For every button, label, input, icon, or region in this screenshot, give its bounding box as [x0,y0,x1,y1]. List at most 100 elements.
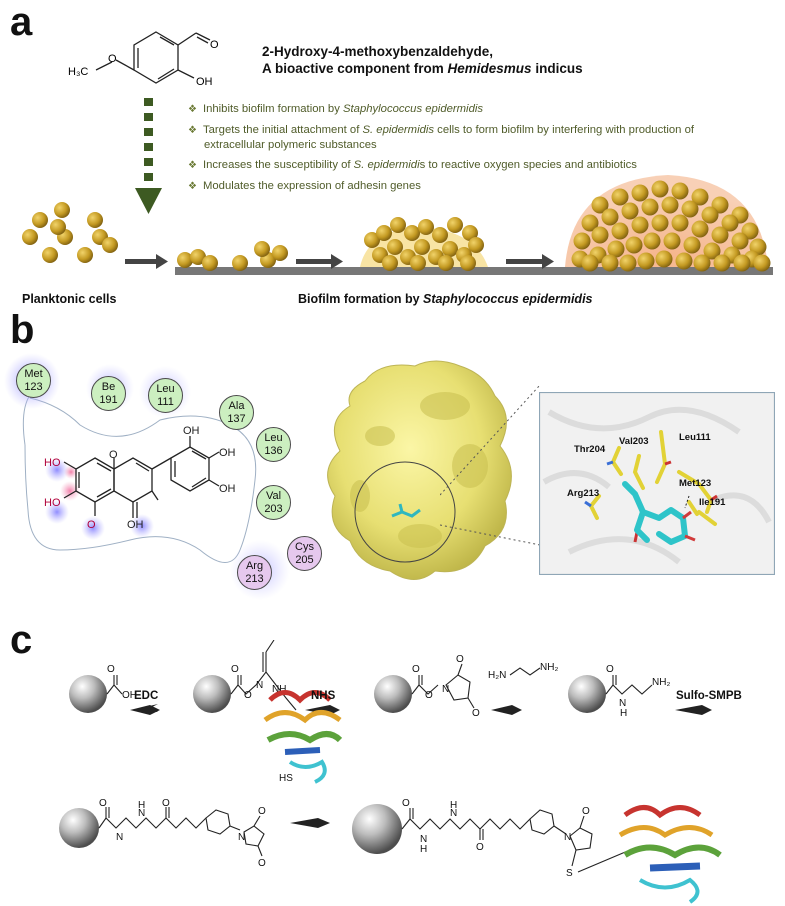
svg-text:NH: NH [272,684,286,695]
bead-2 [193,675,231,713]
bacterial-cell [691,188,709,206]
svg-text:N: N [116,832,123,843]
svg-text:O: O [582,806,590,817]
reagent-sulfo-smpb: Sulfo-SMPB [676,690,742,702]
bacterial-cell [376,225,392,241]
bacterial-cell [625,236,643,254]
bacterial-cell [681,200,699,218]
svg-text:N: N [420,834,427,845]
svg-text:OH: OH [122,690,137,701]
bullet-3: ❖Increases the susceptibility of S. epid… [188,159,637,171]
bacterial-cell [364,232,380,248]
svg-text:O: O [231,664,239,675]
bacterial-cell [447,217,463,233]
bacterial-cell [50,219,66,235]
bacterial-cell [651,180,669,198]
zoom-connector-lines [440,384,541,546]
ether-o-label: O [108,53,117,65]
ligand-oh-2: OH [183,425,200,437]
ligand-ho-2: HO [44,497,61,509]
bullet-4: ❖Modulates the expression of adhesin gen… [188,180,421,192]
svg-text:H: H [450,800,457,811]
svg-text:O: O [402,798,410,809]
bacterial-cell [591,226,609,244]
ligand-o-1: O [87,519,96,531]
bacterial-cell [671,182,689,200]
bacterial-cell [581,214,599,232]
biofilm-stages-illustration [22,175,773,275]
svg-text:H₂N: H₂N [488,670,506,681]
svg-text:O: O [606,664,614,675]
bacterial-cell [232,255,248,271]
bullet-2: ❖Targets the initial attachment of S. ep… [188,124,694,151]
bacterial-cell [693,254,711,272]
bacterial-cell [102,237,118,253]
compound-name: 2-Hydroxy-4-methoxybenzaldehyde, [262,44,494,59]
protein-ribbon-2 [618,805,722,904]
bacterial-cell [177,252,193,268]
bacterial-cell [254,241,270,257]
svg-text:NH₂: NH₂ [652,677,670,688]
bacterial-cell [643,232,661,250]
ligand-oh-1: OH [127,519,144,531]
svg-text:N: N [442,684,449,695]
bacterial-cell [637,252,655,270]
hydroxyl-label: OH [196,76,213,88]
svg-text:O: O [425,690,433,701]
bacterial-cell [601,254,619,272]
bacterial-cell [442,241,458,257]
bacterial-cell [621,202,639,220]
ligand-oh-4: OH [219,483,236,495]
inset-label-thr204: Thr204 [574,444,606,455]
protein-ribbon-1 [263,690,343,784]
bacterial-cell [432,227,448,243]
svg-text:N: N [138,808,145,819]
svg-text:HS: HS [279,773,293,784]
bacterial-cell [573,232,591,250]
svg-text:N: N [238,832,245,843]
methoxybenzaldehyde-structure: O OH O H₃C [68,31,219,88]
bacterial-cell [77,247,93,263]
bacterial-cell [460,255,476,271]
bacterial-cell [190,249,206,265]
bead-3 [374,675,412,713]
bacterial-cell [414,239,430,255]
aldehyde-o-label: O [210,39,219,51]
bacterial-cell [607,240,625,258]
bacterial-cell [611,188,629,206]
svg-text:O: O [472,708,480,719]
svg-text:O: O [107,664,115,675]
svg-text:O: O [162,798,170,809]
bead-1 [69,675,107,713]
bacterial-cell [631,184,649,202]
bacterial-cell [661,196,679,214]
ligand-ho-1: HO [44,457,61,469]
bacterial-cell [387,239,403,255]
bacterial-cell [713,254,731,272]
reagent-nhs: NHS [311,690,336,702]
svg-text:NH₂: NH₂ [540,662,558,673]
bacterial-cell [581,254,599,272]
bead-5 [59,808,99,848]
svg-text:N: N [450,808,457,819]
bacterial-cell [87,212,103,228]
protein-surface-render [327,360,512,580]
bead-4 [568,675,606,713]
inset-label-val203: Val203 [619,436,649,447]
conjugation-scheme: O OH O O N NH O O N O O H₂N NH₂ O N H NH… [59,640,722,904]
svg-text:H: H [138,800,145,811]
bacterial-cell [438,255,454,271]
bacterial-cell [641,198,659,216]
bacterial-cell [611,222,629,240]
panel-label-c: c [10,618,33,662]
inset-label-arg213: Arg213 [567,488,599,499]
svg-text:N: N [564,832,571,843]
bacterial-cell [701,206,719,224]
svg-text:S: S [566,868,573,879]
svg-text:O: O [258,806,266,817]
compound-title: 2-Hydroxy-4-methoxybenzaldehyde, A bioac… [262,43,583,77]
